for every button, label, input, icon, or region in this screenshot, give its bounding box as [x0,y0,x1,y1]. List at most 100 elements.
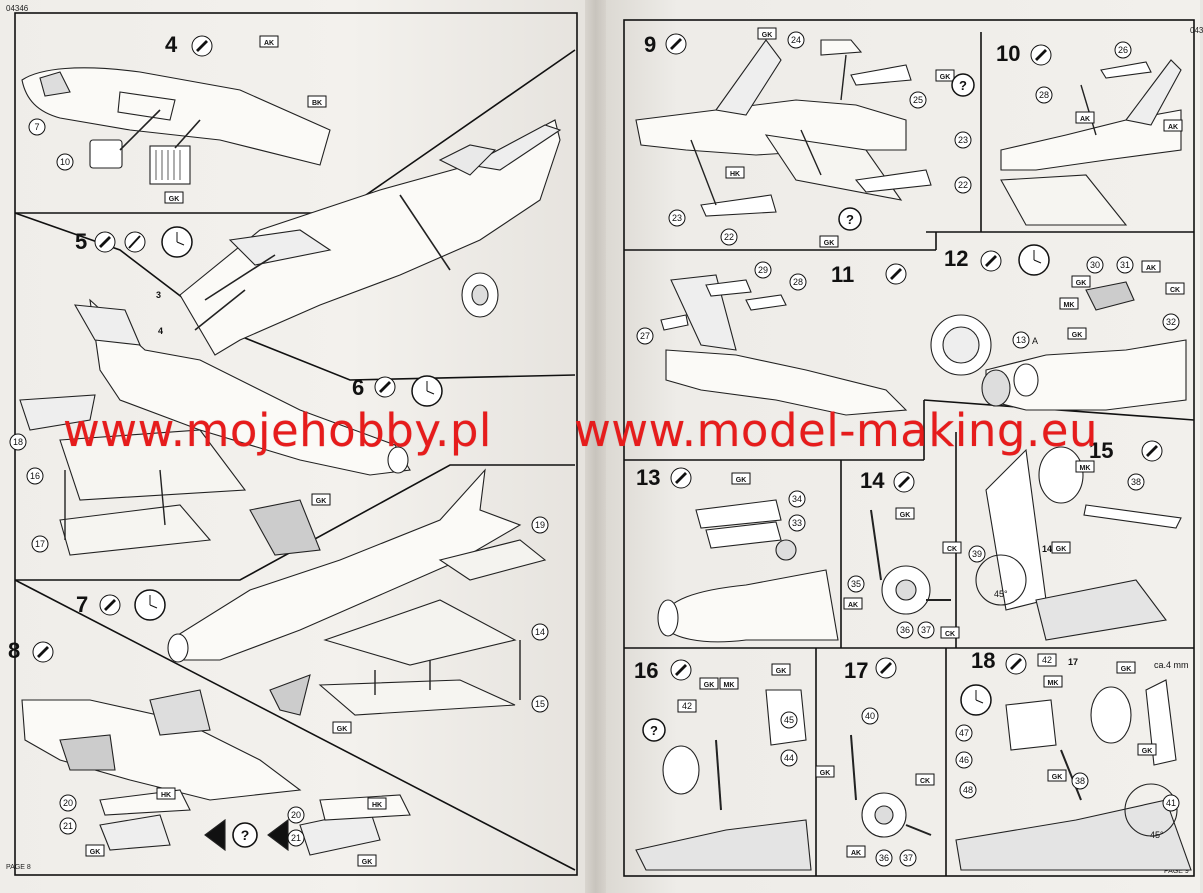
clock-icon [960,684,992,716]
svg-text:19: 19 [535,520,545,530]
question-mark-icon: ? [838,207,862,231]
step-number-4: 4 [165,32,178,57]
paint-code-gk-4: GK [85,844,105,857]
svg-text:15: 15 [535,699,545,709]
paint-code-gk: GK [1047,769,1067,782]
svg-text:CK: CK [947,546,957,553]
label-4: 4 [158,326,163,336]
step-number-13: 13 [636,465,661,490]
callout-42b: 42 [1037,653,1057,667]
svg-text:10: 10 [60,157,70,167]
svg-text:HK: HK [730,171,740,178]
paint-code-gk-3: GK [332,721,352,734]
svg-text:CK: CK [945,631,955,638]
step-number-16: 16 [634,658,659,683]
svg-text:GK: GK [824,240,835,247]
callout-20: 20 [59,794,77,812]
svg-text:?: ? [650,723,658,738]
assembly-drawings-right: 24 25 23 22 23 22 26 28 29 28 27 30 31 3… [623,19,1195,877]
glue-tube-icon [191,35,213,57]
callout-48: 48 [959,781,977,799]
paint-code-ak: AK [846,845,866,858]
svg-text:38: 38 [1075,776,1085,786]
callout-37b: 37 [899,849,917,867]
svg-text:38: 38 [1131,477,1141,487]
callout-40: 40 [861,707,879,725]
svg-text:GK: GK [316,498,327,505]
svg-text:13: 13 [1016,335,1026,345]
paint-code-gk: GK [771,663,791,676]
paint-code-gk-5: GK [357,854,377,867]
callout-14: 14 [531,623,549,641]
step-6-fuselage-with-wings [19,298,411,556]
assembly-drawings-left: 7 10 18 16 17 19 14 15 20 21 20 21 3 4 A… [9,12,578,876]
step-5-fuselage-main [179,119,562,356]
svg-text:22: 22 [724,232,734,242]
svg-text:20: 20 [291,810,301,820]
label-3: 3 [156,290,161,300]
paint-code-gk: GK [1067,327,1087,340]
svg-text:27: 27 [640,331,650,341]
step-7-aircraft [167,468,547,716]
glue-tube-icon [885,263,907,285]
svg-text:A: A [1032,336,1038,346]
step-number-12: 12 [944,246,969,271]
svg-text:AK: AK [848,602,858,609]
watermark-right: www.model-making.eu [574,404,1099,457]
callout-27: 27 [636,327,654,345]
paint-code-gk: GK [1071,275,1091,288]
step-number-11: 11 [831,262,855,287]
svg-text:48: 48 [963,785,973,795]
svg-text:GK: GK [1052,774,1063,781]
step-13-nose [657,499,839,643]
step-14-wheel [870,509,951,615]
step-4-fuselage-front [21,67,331,185]
paint-code-hk: HK [725,166,745,179]
callout-23b: 23 [668,209,686,227]
paint-code-hk-2: HK [367,797,387,810]
paint-code-ak: AK [259,35,279,48]
callout-42: 42 [677,699,697,713]
document-code: 04346 [6,4,29,13]
callout-24: 24 [787,31,805,49]
svg-text:GK: GK [1056,546,1067,553]
paint-code-bk: BK [307,95,327,108]
svg-text:GK: GK [1076,280,1087,287]
svg-text:GK: GK [900,512,911,519]
svg-text:25: 25 [913,95,923,105]
callout-22b: 22 [720,228,738,246]
paint-code-gk: GK [164,191,184,204]
svg-text:GK: GK [820,770,831,777]
glue-tube-icon [1141,440,1163,462]
callout-38: 38 [1127,473,1145,491]
svg-text:33: 33 [792,518,802,528]
callout-22: 22 [954,176,972,194]
paint-code-gk: GK [895,507,915,520]
svg-text:41: 41 [1166,798,1176,808]
step-17-wheel [850,734,932,838]
svg-text:17: 17 [35,539,45,549]
label-14: 14 [1042,544,1052,554]
callout-36b: 36 [875,849,893,867]
callout-18: 18 [9,433,27,451]
paint-codes-left: AK BK GK GK GK HK HK GK GK [85,35,387,867]
clock-icon [134,589,166,621]
glue-tube-icon [1030,44,1052,66]
step-15-gear-bay [975,446,1182,641]
paint-code-gk: GK [815,765,835,778]
callout-29: 29 [754,261,772,279]
step-8-underside [21,689,411,856]
svg-text:32: 32 [1166,317,1176,327]
callout-45: 45 [780,711,798,729]
callout-25: 25 [909,91,927,109]
angle-45b: 45° [1150,830,1164,840]
instruction-page-9: 043 PAGE 9 [606,0,1203,893]
callout-32: 32 [1162,313,1180,331]
svg-text:GK: GK [704,682,715,689]
svg-text:26: 26 [1118,45,1128,55]
glue-tube-icon [374,376,396,398]
svg-text:18: 18 [13,437,23,447]
callout-39: 39 [968,545,986,563]
svg-text:36: 36 [879,853,889,863]
question-mark-icon: ? [951,73,975,97]
